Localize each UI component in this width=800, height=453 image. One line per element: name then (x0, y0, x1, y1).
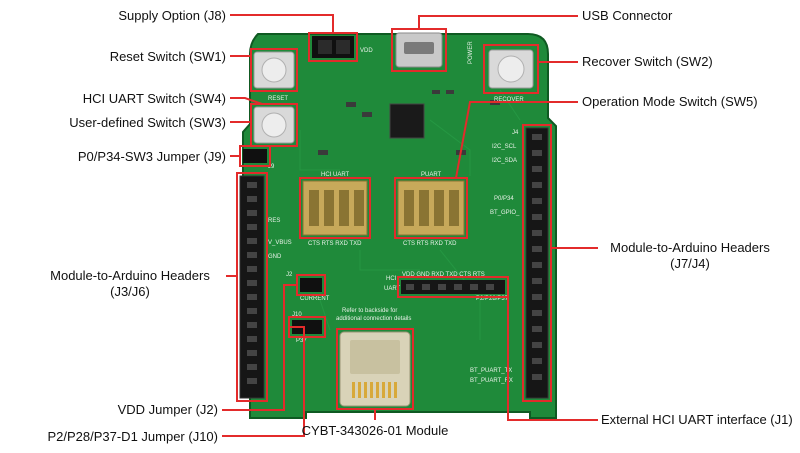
right-header-pins (532, 134, 542, 380)
silk-hci-pins: CTS RTS RXD TXD (308, 241, 362, 247)
label-arduino-right-line1: Module-to-Arduino Headers (610, 240, 770, 255)
silk-bt-gpio: BT_GPIO_ (490, 210, 520, 216)
silk-p0p34: P0/P34 (494, 196, 514, 202)
silk-note1: Refer to backside for (342, 308, 397, 314)
silk-power: POWER (468, 41, 474, 64)
silk-bt-puart-rx: BT_PUART_RX (470, 378, 513, 384)
board-traces (299, 89, 521, 340)
box-reset (250, 48, 298, 92)
silk-gnd: GND (268, 254, 282, 260)
silk-j9: J9 (268, 164, 275, 170)
label-usb-connector: USB Connector (582, 8, 673, 23)
silk-p37: P37 (296, 338, 307, 344)
leader-lines (222, 14, 598, 437)
silk-uart: UART (384, 286, 401, 292)
label-arduino-left: Module-to-Arduino Headers (J3/J6) (40, 268, 220, 300)
label-reset-switch: Reset Switch (SW1) (109, 49, 226, 64)
label-arduino-right-line2: (J7/J4) (670, 256, 710, 271)
silk-j10: J10 (292, 312, 302, 318)
label-user-switch: User-defined Switch (SW3) (69, 115, 226, 130)
label-arduino-right: Module-to-Arduino Headers (J7/J4) (600, 240, 780, 272)
label-arduino-left-line1: Module-to-Arduino Headers (50, 268, 210, 283)
silk-j4: J4 (512, 130, 519, 136)
box-user (250, 103, 298, 147)
label-supply-option: Supply Option (J8) (118, 8, 226, 23)
label-operation-mode: Operation Mode Switch (SW5) (582, 94, 758, 109)
label-vdd-jumper: VDD Jumper (J2) (117, 402, 218, 417)
silk-current: CURRENT (300, 296, 330, 302)
silk-p2p28: P2/P28/P37 (476, 296, 509, 302)
label-p2-jumper: P2/P28/P37-D1 Jumper (J10) (47, 429, 218, 444)
label-p0-jumper: P0/P34-SW3 Jumper (J9) (77, 149, 226, 164)
silk-vbus: V_VBUS (268, 240, 292, 246)
jumper-j9 (243, 149, 267, 163)
silk-hci-uart: HCI UART (321, 172, 350, 178)
box-hci-sw (299, 177, 371, 239)
vdd-jumper-j2 (300, 278, 322, 292)
silk-puart: PUART (421, 172, 442, 178)
label-arduino-left-line2: (J3/J6) (110, 284, 150, 299)
silk-hci: HCI (386, 276, 397, 282)
usb-bridge-chip (389, 103, 425, 139)
box-j1 (397, 276, 509, 298)
label-recover-switch: Recover Switch (SW2) (582, 54, 713, 69)
silk-hci-header: VDD GND RXD TXD CTS RTS (402, 272, 485, 278)
box-puart-sw (394, 177, 468, 239)
silk-j2: J2 (286, 272, 293, 278)
box-right-header (522, 124, 552, 402)
silk-bt-puart-tx: BT_PUART_TX (470, 368, 512, 374)
silk-note2: additional connection details (336, 316, 411, 322)
jumper-j10 (292, 320, 322, 334)
box-left-header (236, 172, 268, 402)
label-module: CYBT-343026-01 Module (301, 423, 449, 438)
silk-puart-pins: CTS RTS RXD TXD (403, 241, 457, 247)
left-header-pins (247, 182, 257, 384)
silk-recover: RECOVER (494, 97, 524, 103)
silk-vdd: VDD (360, 48, 373, 54)
label-external-uart: External HCI UART interface (J1) (601, 412, 793, 427)
silk-reset: RESET (268, 96, 288, 102)
callout-boxes (236, 28, 552, 410)
label-hci-uart-switch: HCI UART Switch (SW4) (82, 91, 226, 106)
box-recover (483, 44, 539, 94)
silk-i2c-scl: I2C_SCL (492, 144, 517, 150)
silk-res: RES (268, 218, 280, 224)
silk-i2c-sda: I2C_SDA (492, 158, 517, 164)
hci-uart-header-j1 (401, 280, 505, 294)
